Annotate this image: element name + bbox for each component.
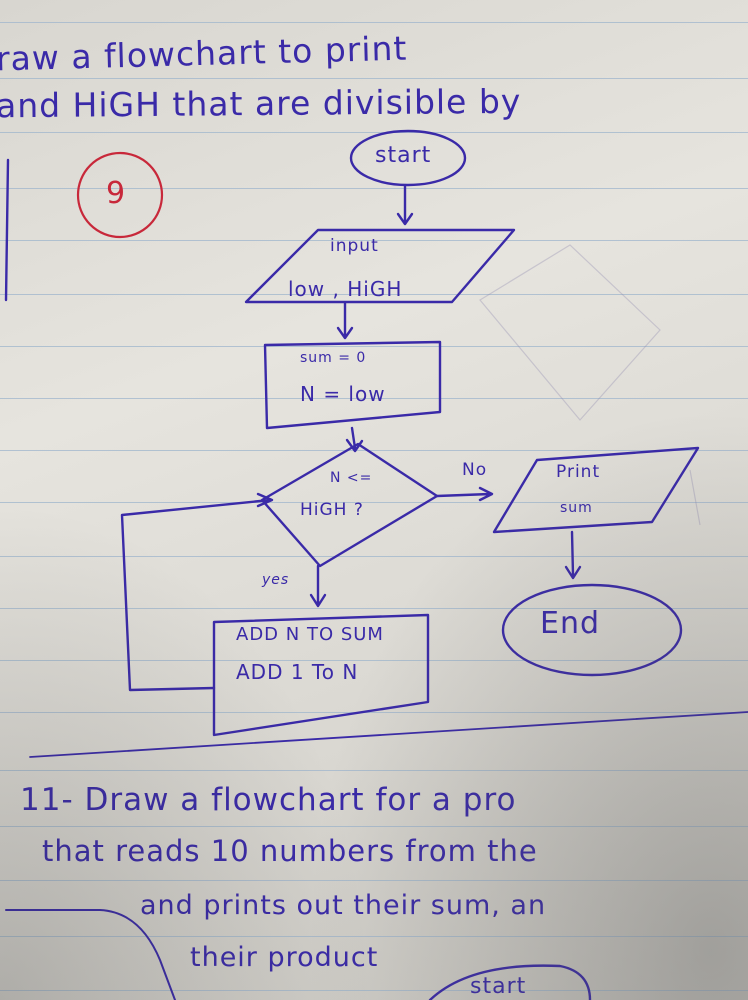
- decision-diamond: [260, 442, 439, 568]
- partial-start-oval: [428, 964, 592, 1000]
- end-label: End: [540, 606, 601, 641]
- input-label-line2: low , HiGH: [288, 277, 403, 301]
- answer-bracket: [5, 909, 176, 1000]
- assign-label-line1: sum = 0: [300, 350, 367, 366]
- arrow-start-to-input: [396, 184, 414, 226]
- start-label: start: [375, 143, 432, 168]
- input-label-line1: input: [330, 236, 379, 256]
- arrow-no: [435, 486, 494, 502]
- no-label: No: [462, 460, 488, 480]
- question-number-circle: [76, 151, 164, 239]
- margin-mark: [4, 158, 10, 302]
- end-terminal: [501, 583, 683, 677]
- process-label-line2: ADD 1 To N: [236, 660, 359, 684]
- arrow-print-to-end: [564, 530, 582, 580]
- print-label-line2: sum: [560, 500, 593, 516]
- arrow-assign-to-decision: [345, 426, 364, 453]
- question11-line1: 11- Draw a flowchart for a pro: [20, 782, 517, 818]
- question11-line2: that reads 10 numbers from the: [42, 834, 538, 868]
- assign-rectangle: [263, 340, 442, 430]
- print-parallelogram: [492, 446, 700, 534]
- question11-line4: their product: [190, 942, 379, 973]
- arrow-yes: [309, 564, 327, 608]
- section-divider: [29, 711, 748, 758]
- question10-line2: and HiGH that are divisible by: [0, 81, 522, 126]
- start-partial-label: start: [470, 974, 527, 999]
- start-terminal: [349, 129, 467, 187]
- decision-label-line2: HiGH ?: [300, 500, 364, 520]
- decision-label-line1: N <=: [330, 470, 373, 486]
- question-number: 9: [106, 176, 127, 211]
- question11-line3: and prints out their sum, an: [140, 890, 547, 921]
- print-label-line1: Print: [556, 462, 601, 482]
- assign-label-line2: N = low: [300, 382, 386, 406]
- loop-back-arrow: [120, 492, 274, 692]
- process-rectangle: [212, 613, 430, 737]
- yes-label: yes: [262, 572, 290, 588]
- process-label-line1: ADD N TO SUM: [236, 624, 384, 645]
- arrow-input-to-assign: [336, 301, 354, 340]
- input-parallelogram: [244, 228, 516, 304]
